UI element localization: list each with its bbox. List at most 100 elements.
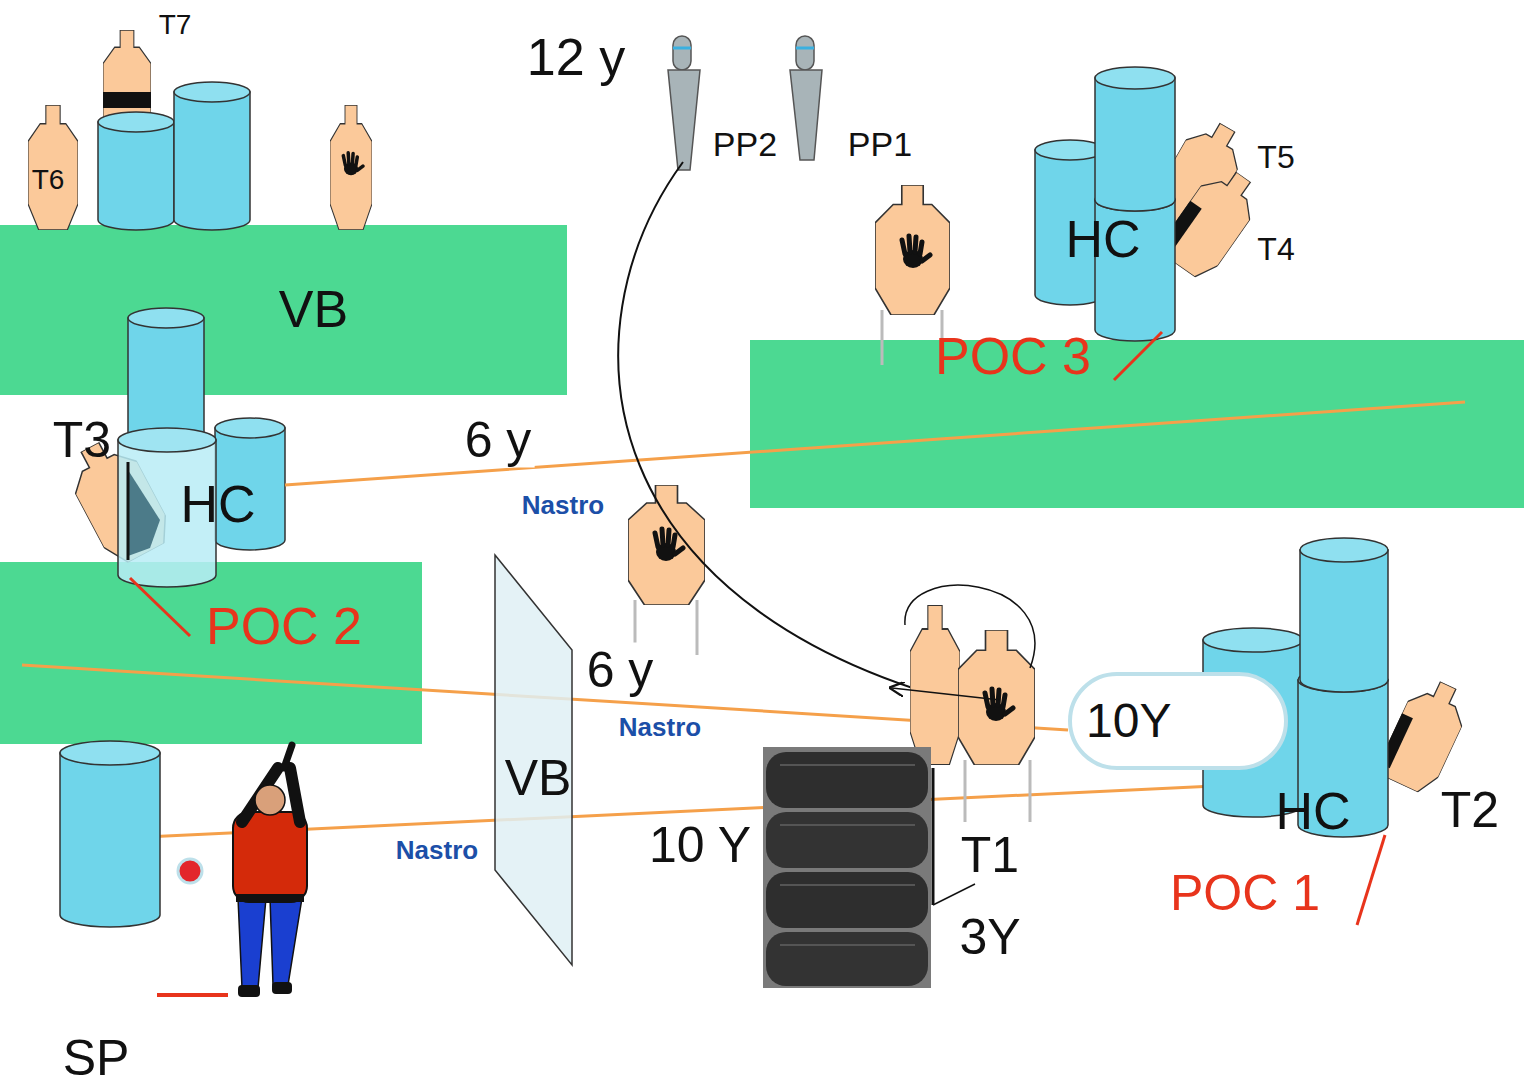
stage-label: 10 Y — [646, 818, 754, 873]
node-text: HC — [1065, 211, 1140, 268]
popper-body — [790, 70, 822, 160]
wall-band — [0, 225, 567, 395]
wall-band — [0, 562, 422, 744]
stage-label: POC 3 — [935, 328, 1091, 385]
target — [28, 105, 78, 230]
poc-marker — [1357, 835, 1385, 925]
shooter-head — [255, 785, 285, 815]
stage-label: T2 — [1441, 783, 1499, 838]
stage-label: Nastro — [616, 713, 704, 742]
tire-tread — [780, 824, 915, 826]
barrel-top — [118, 428, 216, 452]
barrel — [174, 92, 250, 230]
barrel-top — [60, 741, 160, 765]
no-shoot-hand — [902, 236, 930, 268]
barrel-label-box: HC — [176, 474, 259, 535]
shooter-boot — [238, 985, 260, 997]
barrel-top — [1095, 67, 1175, 89]
barrel-top — [98, 112, 174, 132]
target-stand — [881, 310, 884, 365]
stage-label: PP1 — [848, 126, 912, 163]
target-group — [1375, 672, 1476, 797]
tire — [766, 812, 928, 868]
stage-label: T7 — [159, 10, 192, 41]
stage-label: POC 1 — [1170, 866, 1320, 921]
tire-tread — [780, 884, 915, 886]
barrel-top — [128, 308, 204, 328]
tape-line — [285, 402, 1465, 485]
node-text: HC — [180, 476, 255, 533]
barrel — [98, 122, 174, 230]
swing-arrow — [892, 688, 1000, 700]
shooter-leg — [238, 898, 266, 988]
barrel-label-box: VB — [501, 749, 576, 808]
node-text: VB — [279, 281, 348, 338]
start-dot — [178, 859, 202, 883]
stage-label: T3 — [53, 413, 111, 468]
vision-barrier-panel — [495, 555, 572, 965]
swinging-target — [910, 605, 960, 765]
barrel — [1095, 78, 1175, 211]
barrel — [60, 753, 160, 927]
stage-label: T4 — [1257, 232, 1294, 267]
tire-stack — [763, 747, 931, 988]
popper-stripe — [796, 47, 814, 50]
tire-tread — [780, 764, 915, 766]
no-shoot-hand — [985, 689, 1013, 721]
hard-cover-band — [103, 92, 151, 108]
shooter-belt — [236, 894, 304, 902]
start-line — [157, 993, 228, 997]
stage-label: T6 — [32, 165, 65, 196]
shooter-boot — [272, 982, 292, 994]
stage-label: T5 — [1257, 140, 1294, 175]
hard-cover-shadow — [128, 470, 160, 556]
stage-label: 3Y — [959, 910, 1020, 965]
popper-body — [668, 70, 700, 170]
target-stand — [696, 600, 699, 655]
barrel-top — [174, 82, 250, 102]
hard-cover-edge — [127, 462, 130, 560]
barrel-label-box: HC — [1061, 209, 1144, 270]
swing-arc — [905, 585, 1035, 668]
distance-box: 10Y — [1068, 672, 1288, 770]
node-text: VB — [505, 751, 572, 806]
target-stand — [964, 760, 967, 822]
stage-label: Nastro — [393, 836, 481, 865]
poc-marker — [130, 578, 190, 636]
node-text: HC — [1275, 783, 1350, 840]
popper-head — [673, 36, 691, 70]
target — [1375, 672, 1476, 797]
no-shoot-target — [958, 630, 1035, 765]
stage-label: SP — [63, 1031, 130, 1086]
barrel-label-box: HC — [1271, 781, 1354, 842]
barrel — [1300, 550, 1388, 692]
barrel-top — [215, 418, 285, 438]
tire — [766, 872, 928, 928]
stage-label: 12 y — [527, 29, 625, 86]
barrel-top — [1300, 538, 1388, 562]
stage-label: 6 y — [584, 643, 657, 698]
popper-stripe — [673, 47, 691, 50]
stage-label: T1 — [961, 828, 1019, 883]
stage-label: Nastro — [519, 491, 607, 520]
shooter-leg — [270, 898, 302, 985]
stage-label: POC 2 — [206, 598, 362, 655]
no-shoot-target — [330, 105, 372, 230]
tire — [766, 752, 928, 808]
shooter-arm — [290, 768, 300, 822]
wall-band: VB — [0, 225, 567, 395]
dimension-line — [932, 768, 935, 905]
popper-head — [796, 36, 814, 70]
target-stand — [1029, 760, 1032, 822]
tire-tread — [780, 765, 915, 945]
stage-label: PP2 — [713, 126, 777, 163]
tire — [766, 932, 928, 986]
barrel-top — [1203, 628, 1303, 652]
dimension-leader — [933, 884, 975, 905]
no-shoot-hand — [343, 153, 363, 175]
tire-tread — [780, 944, 915, 946]
pistol — [284, 745, 292, 768]
no-shoot-target — [628, 485, 705, 605]
no-shoot-target — [875, 185, 950, 315]
